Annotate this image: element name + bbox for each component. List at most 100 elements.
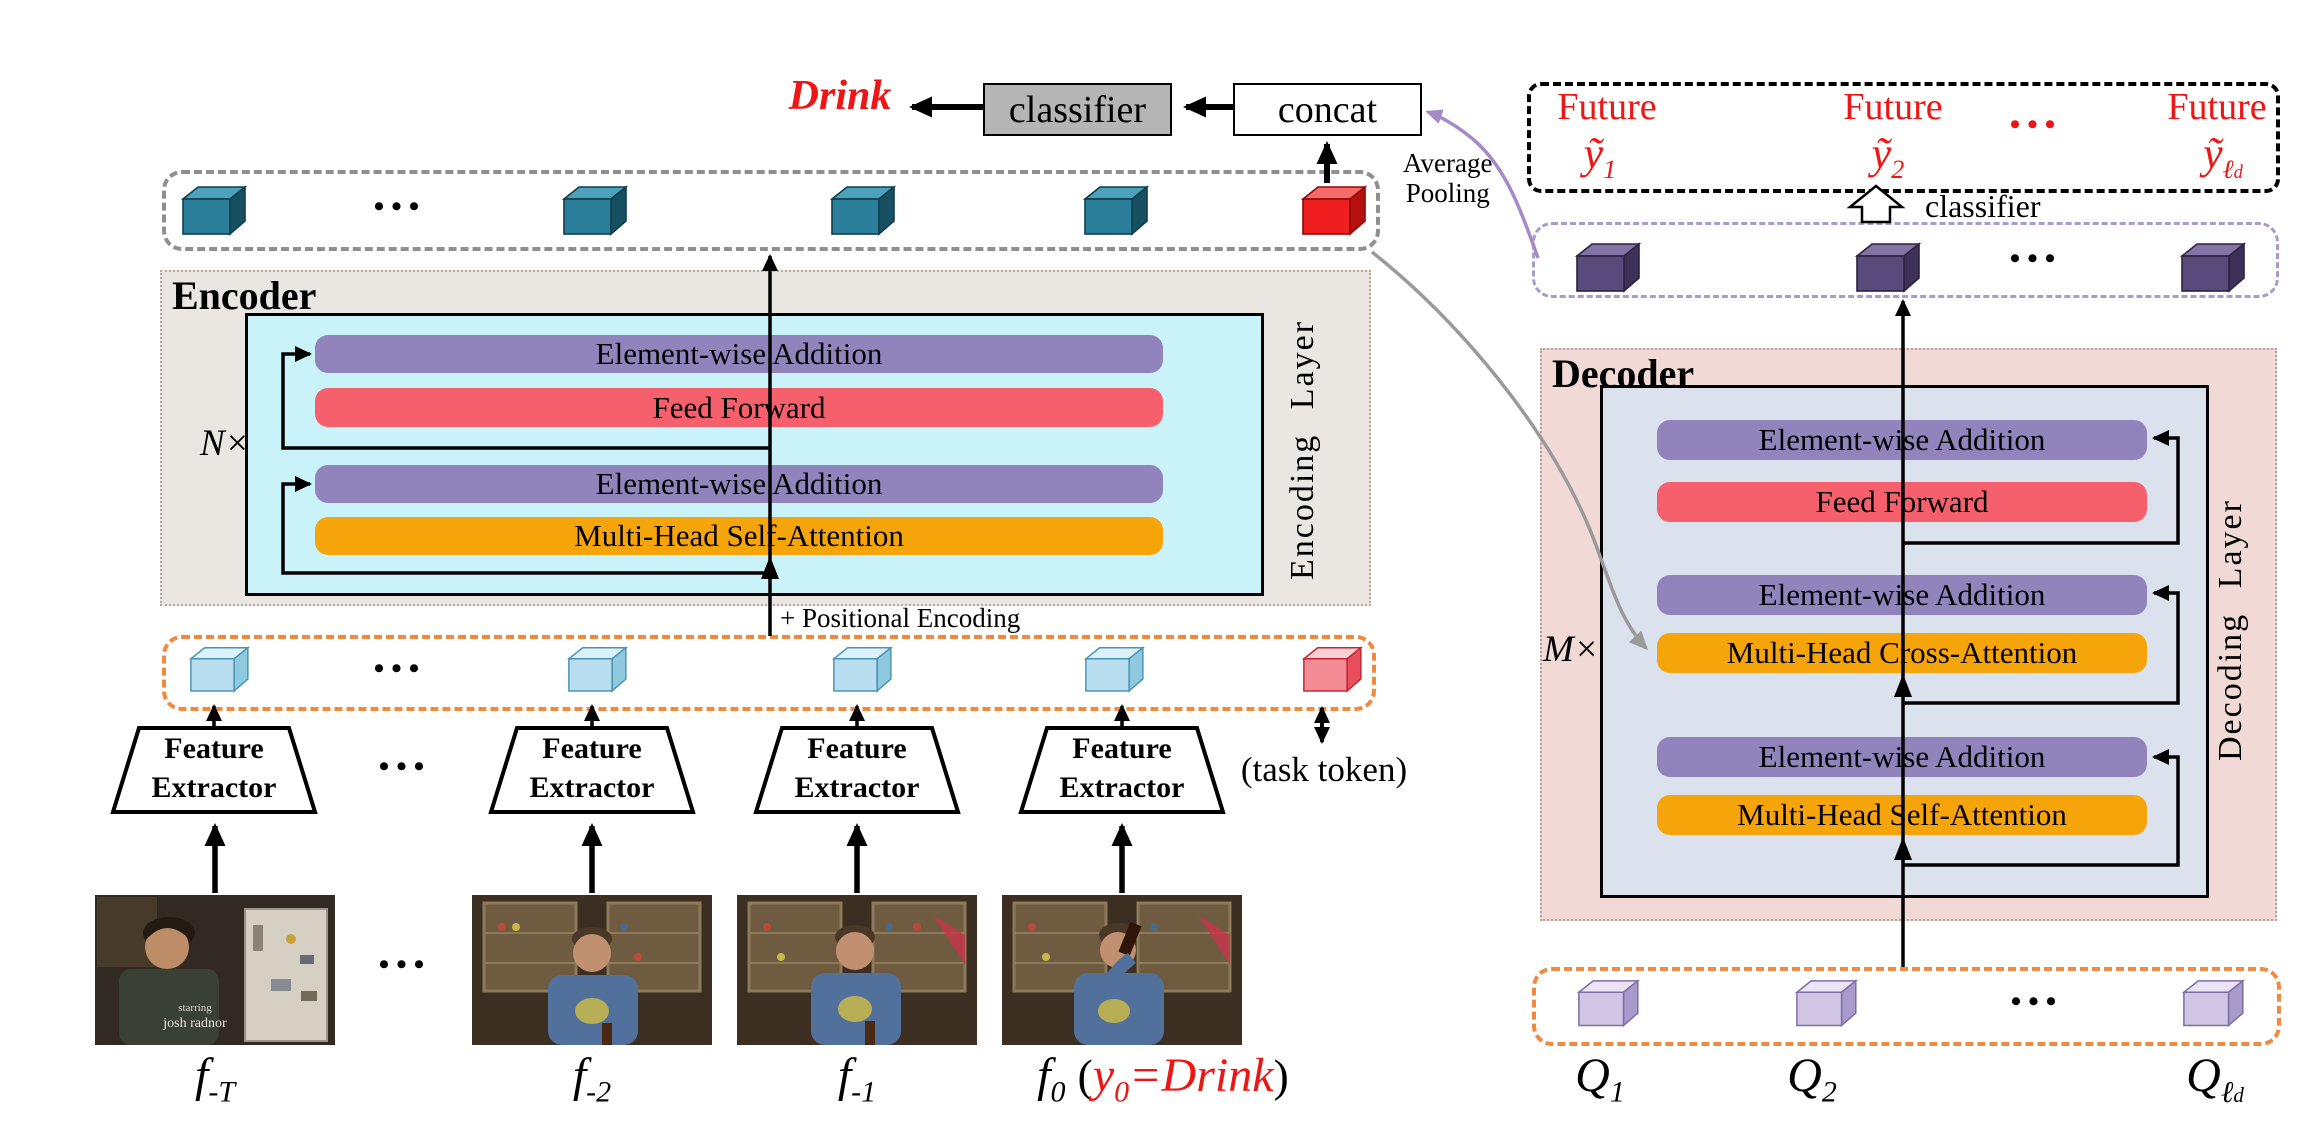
query-label-2: Q2 bbox=[1787, 1048, 1837, 1110]
encoder-input-row bbox=[162, 635, 1376, 711]
future-label-1: Future bbox=[1557, 86, 1657, 128]
dec-output-token-cube-2 bbox=[1854, 241, 1922, 293]
dec-output-row-dots: ••• bbox=[2009, 242, 2063, 275]
enc-output-token-cube-1 bbox=[180, 184, 248, 236]
frame-3-base: f bbox=[837, 1049, 852, 1102]
decoder-repeat-label: M× bbox=[1543, 629, 1599, 670]
dec-input-row-dots: ••• bbox=[2010, 985, 2064, 1018]
fe-line2: Extractor bbox=[794, 771, 920, 804]
decoder-input-row bbox=[1532, 967, 2281, 1046]
frame-label-4: f0 (y0=Drink) bbox=[1037, 1048, 1289, 1110]
fe-line1: Feature bbox=[807, 732, 907, 765]
feature-extractor-shape bbox=[110, 726, 318, 814]
frame-label-2: f-2 bbox=[573, 1048, 611, 1110]
future-yld-sub-l: ℓ bbox=[2222, 153, 2234, 184]
video-frame-2 bbox=[472, 895, 712, 1045]
video-frame-3 bbox=[737, 895, 977, 1045]
frame-4-y0-sub: 0 bbox=[1114, 1075, 1130, 1109]
enc-input-token-cube-4 bbox=[1083, 645, 1145, 693]
future-yld-sub: ℓd bbox=[2223, 154, 2243, 184]
video-frame-1-image: starring josh radnor bbox=[95, 895, 335, 1045]
future-y2-base: ỹ bbox=[1871, 129, 1892, 178]
dec-query-cube-3 bbox=[2181, 978, 2245, 1028]
frame-4-y0: y bbox=[1092, 1049, 1115, 1102]
frame-label-1: f-T bbox=[195, 1048, 235, 1110]
query-ld-sub: ℓd bbox=[2221, 1076, 2244, 1109]
query-ld-sub-d: d bbox=[2233, 1082, 2244, 1107]
concat-box: concat bbox=[1233, 83, 1422, 136]
positional-encoding-label: + Positional Encoding bbox=[780, 603, 1021, 633]
fe-line1: Feature bbox=[542, 732, 642, 765]
dec-elementwise-addition-1: Element-wise Addition bbox=[1657, 420, 2147, 460]
query-1-base: Q bbox=[1575, 1049, 1610, 1102]
future-y1-base: ỹ bbox=[1583, 129, 1604, 178]
frame-1-base: f bbox=[194, 1049, 209, 1102]
enc-elementwise-addition-2: Element-wise Addition bbox=[315, 465, 1163, 503]
video-frame-4 bbox=[1002, 895, 1242, 1045]
frame-caption-line1: starring bbox=[178, 1002, 212, 1014]
enc-output-task-token-cube bbox=[1300, 184, 1368, 236]
enc-multihead-self-attention: Multi-Head Self-Attention bbox=[315, 517, 1163, 555]
decoder-title: Decoder bbox=[1552, 351, 1695, 396]
enc-input-row-dots: ••• bbox=[373, 652, 427, 685]
query-2-base: Q bbox=[1787, 1049, 1822, 1102]
frame-4-sub: 0 bbox=[1050, 1075, 1066, 1109]
frame-4-paren-open: ( bbox=[1077, 1050, 1093, 1101]
enc-output-token-cube-4 bbox=[1082, 184, 1150, 236]
dec-elementwise-addition-3: Element-wise Addition bbox=[1657, 737, 2147, 777]
enc-input-task-token-cube bbox=[1301, 645, 1363, 693]
enc-output-row-dots: ••• bbox=[373, 190, 427, 223]
query-label-ld: Qℓd bbox=[2186, 1048, 2244, 1110]
future-y1: ỹ1 bbox=[1584, 128, 1617, 185]
video-frame-1: starring josh radnor bbox=[95, 895, 335, 1045]
enc-output-token-cube-2 bbox=[561, 184, 629, 236]
classifier-box-label: classifier bbox=[1008, 88, 1147, 131]
feature-extractor-shape bbox=[1018, 726, 1226, 814]
future-y2-sub: 2 bbox=[1891, 153, 1905, 184]
future-yld: ỹℓd bbox=[2203, 128, 2243, 185]
encoder-repeat-label: N× bbox=[200, 423, 250, 464]
average-pooling-line1: Average bbox=[1403, 148, 1493, 178]
future-yld-base: ỹ bbox=[2203, 129, 2223, 178]
task-token-label: (task token) bbox=[1240, 750, 1408, 789]
frame-4-paren-close: ) bbox=[1273, 1050, 1289, 1101]
dec-elementwise-addition-2: Element-wise Addition bbox=[1657, 575, 2147, 615]
fe-line1: Feature bbox=[164, 732, 264, 765]
enc-input-token-cube-1 bbox=[188, 645, 250, 693]
fe-line1: Feature bbox=[1072, 732, 1172, 765]
classifier-box: classifier bbox=[983, 83, 1172, 136]
dec-output-token-cube-3 bbox=[2179, 241, 2247, 293]
future-y1-sub: 1 bbox=[1603, 153, 1617, 184]
dec-feed-forward: Feed Forward bbox=[1657, 482, 2147, 522]
encoder-output-row bbox=[162, 170, 1380, 251]
frame-label-3: f-1 bbox=[838, 1048, 876, 1110]
average-pooling-line2: Pooling bbox=[1405, 178, 1490, 208]
fe-line2: Extractor bbox=[1059, 771, 1185, 804]
future-label-2: Future bbox=[1843, 86, 1943, 128]
feature-extractor-shape bbox=[753, 726, 961, 814]
video-frame-2-image bbox=[472, 895, 712, 1045]
frames-dots: ••• bbox=[378, 948, 432, 981]
enc-feed-forward: Feed Forward bbox=[315, 388, 1163, 427]
predicted-action-label: Drink bbox=[788, 73, 892, 119]
dec-output-token-cube-1 bbox=[1574, 241, 1642, 293]
feature-extractor-dots: ••• bbox=[378, 750, 432, 783]
video-frame-4-image bbox=[1002, 895, 1242, 1045]
frame-1-sub: -T bbox=[208, 1075, 236, 1109]
frame-2-base: f bbox=[572, 1049, 587, 1102]
fe-line2: Extractor bbox=[151, 771, 277, 804]
fe-line2: Extractor bbox=[529, 771, 655, 804]
frame-caption-line2: josh radnor bbox=[162, 1016, 227, 1031]
dec-multihead-cross-attention: Multi-Head Cross-Attention bbox=[1657, 633, 2147, 673]
dec-query-cube-2 bbox=[1794, 978, 1858, 1028]
concat-box-label: concat bbox=[1277, 88, 1378, 131]
future-y2: ỹ2 bbox=[1872, 128, 1905, 185]
decoder-classifier-label: classifier bbox=[1925, 188, 2041, 224]
dec-query-cube-1 bbox=[1576, 978, 1640, 1028]
future-yld-sub-d: d bbox=[2233, 161, 2243, 182]
dec-multihead-self-attention: Multi-Head Self-Attention bbox=[1657, 795, 2147, 835]
average-pooling-label: Average Pooling bbox=[1403, 148, 1492, 208]
